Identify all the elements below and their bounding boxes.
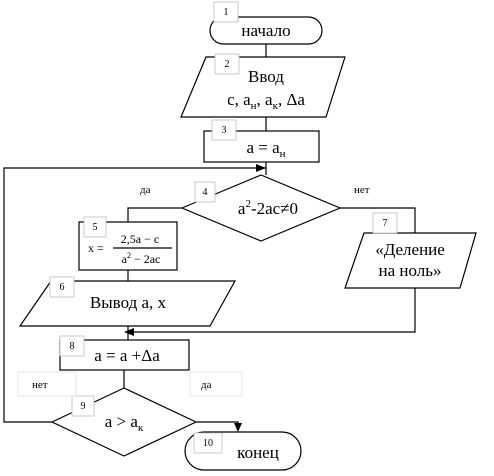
start-terminal — [209, 16, 323, 45]
connector-7-join — [128, 288, 416, 333]
loop-back-line — [3, 167, 266, 423]
error-line-2: на ноль» — [378, 261, 441, 280]
block-number-box — [193, 432, 223, 454]
block-input: 2 Ввод c, aн, aк, Δa — [180, 53, 346, 118]
error-line-1: «Деление — [375, 240, 445, 259]
formula-numerator: 2,5a − c — [121, 232, 159, 246]
increment-label: a = a +Δa — [94, 346, 160, 365]
block-number: 3 — [222, 125, 227, 136]
block-number: 4 — [203, 187, 208, 198]
branch-no-label: нет — [354, 184, 370, 196]
start-label: начало — [241, 21, 290, 40]
branch-no-label: нет — [32, 379, 48, 391]
block-number: 1 — [224, 7, 229, 18]
block-output-error: 7 «Деление на ноль» — [344, 212, 477, 289]
block-increment: 8 a = a +Δa — [59, 335, 190, 371]
block-number: 2 — [225, 59, 230, 70]
block-number: 7 — [383, 218, 388, 229]
arrow-loop-icon — [256, 164, 266, 172]
block-number-box — [211, 119, 237, 141]
branch-yes-label: да — [201, 379, 212, 391]
branch-label-box — [189, 371, 243, 397]
loop-condition-label: a > aк — [105, 412, 144, 434]
block-number-box — [49, 276, 75, 298]
block-condition-loop: 9 a > aк нет да — [17, 371, 243, 457]
input-title: Ввод — [248, 67, 284, 86]
arrowheads — [124, 164, 266, 432]
block-number-box — [71, 395, 95, 417]
condition-diamond — [180, 174, 342, 242]
block-number: 5 — [93, 222, 98, 233]
block-number: 8 — [70, 341, 75, 352]
connector-4-yes — [127, 207, 182, 222]
block-number-box — [83, 216, 107, 238]
arrow-join-icon — [124, 328, 134, 336]
block-condition-denominator: 4 a2-2ac≠0 да нет — [140, 174, 370, 242]
error-parallelogram — [344, 232, 477, 289]
end-label: конец — [237, 443, 279, 462]
block-number-box — [372, 212, 398, 234]
block-number: 9 — [81, 401, 86, 412]
block-number: 10 — [203, 438, 213, 449]
block-end: 10 конец — [184, 431, 302, 471]
output-label: Вывод a, x — [90, 293, 167, 312]
block-formula: 5 x = 2,5a − c a2 − 2ac — [78, 216, 178, 271]
block-number: 6 — [60, 282, 65, 293]
formula-denominator: a2 − 2ac — [122, 251, 161, 266]
input-variables: c, aн, aк, Δa — [227, 90, 305, 112]
condition-label: a2-2ac≠0 — [238, 198, 298, 218]
block-number-box — [213, 1, 239, 23]
connectors — [3, 44, 416, 428]
block-start: 1 начало — [209, 1, 323, 45]
branch-yes-label: да — [140, 184, 151, 196]
block-assign-start: 3 a = aн — [203, 119, 320, 163]
formula-lhs: x = — [88, 241, 104, 255]
block-number-box — [194, 181, 216, 203]
connector-4-no — [340, 207, 416, 233]
connector-9-yes — [196, 421, 239, 428]
branch-label-box — [17, 371, 77, 397]
assign-start-label: a = aн — [246, 138, 285, 160]
block-output-result: 6 Вывод a, x — [18, 276, 237, 327]
arrow-end-icon — [234, 423, 242, 432]
block-number-box — [59, 335, 85, 357]
block-number-box — [214, 53, 240, 75]
